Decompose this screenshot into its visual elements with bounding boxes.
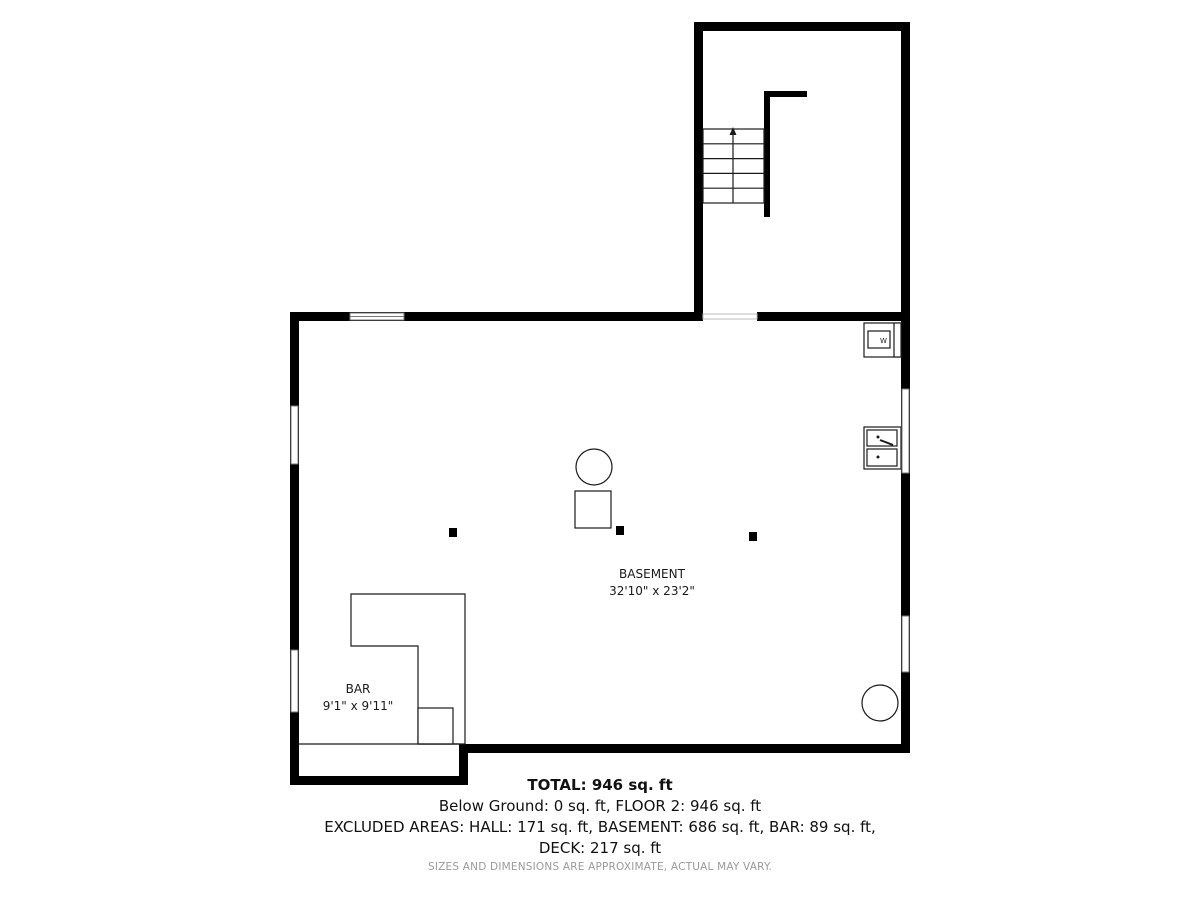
- excluded-areas: EXCLUDED AREAS: HALL: 171 sq. ft, BASEME…: [324, 818, 876, 836]
- stair-arrow-icon: [729, 127, 737, 135]
- support-column-3: [749, 532, 757, 541]
- total-label: TOTAL:: [527, 776, 587, 794]
- room-labels: BASEMENT 32'10" x 23'2" BAR 9'1" x 9'11": [323, 567, 695, 713]
- water-heater: [575, 448, 613, 486]
- windows: [290, 312, 910, 713]
- stair-rail-top: [764, 91, 807, 97]
- wall-bottom-left: [290, 776, 468, 785]
- wall-hall-left: [694, 22, 703, 321]
- sink-faucet: [879, 439, 894, 446]
- total-value: 946 sq. ft: [591, 776, 673, 794]
- wall-main-bottom: [459, 744, 910, 753]
- wall-main-top-right: [757, 312, 910, 321]
- wall-main-left: [290, 312, 299, 785]
- sink-drain-bottom: [876, 455, 880, 459]
- stairs: [702, 91, 807, 217]
- area-breakdown: Below Ground: 0 sq. ft, FLOOR 2: 946 sq.…: [438, 797, 762, 815]
- sink-basin-top: [866, 429, 898, 447]
- room-name-bar: BAR: [346, 682, 371, 696]
- sump-pump: [861, 684, 899, 722]
- wall-notch: [459, 744, 468, 785]
- sink-basin-bottom: [866, 448, 898, 467]
- room-name-basement: BASEMENT: [619, 567, 686, 581]
- bar-stool-box: [417, 707, 454, 745]
- room-size-basement: 32'10" x 23'2": [609, 584, 695, 598]
- wall-hall-top: [694, 22, 910, 31]
- stair-rail-side: [764, 91, 770, 217]
- window-right-lower: [901, 615, 910, 673]
- sink-drain-top: [876, 435, 880, 439]
- window-right-upper: [901, 388, 910, 474]
- window-left-upper: [290, 405, 299, 465]
- washer-side: [893, 322, 902, 358]
- washer-inner: [867, 330, 891, 349]
- total-area: TOTAL: 946 sq. ft: [200, 776, 1000, 794]
- washer-label: W: [880, 337, 887, 345]
- wall-main-top-left: [290, 312, 700, 321]
- fixtures: W: [299, 322, 902, 745]
- doorway: [702, 313, 758, 320]
- excluded-areas-deck: DECK: 217 sq. ft: [538, 839, 662, 857]
- room-size-bar: 9'1" x 9'11": [323, 699, 394, 713]
- wall-main-right: [901, 312, 910, 753]
- window-left-lower: [290, 649, 299, 713]
- wall-hall-right: [901, 22, 910, 321]
- support-column-1: [449, 528, 457, 537]
- walls: [290, 22, 910, 785]
- disclaimer: SIZES AND DIMENSIONS ARE APPROXIMATE, AC…: [427, 861, 772, 873]
- furnace: [574, 490, 612, 529]
- support-column-2: [616, 526, 624, 535]
